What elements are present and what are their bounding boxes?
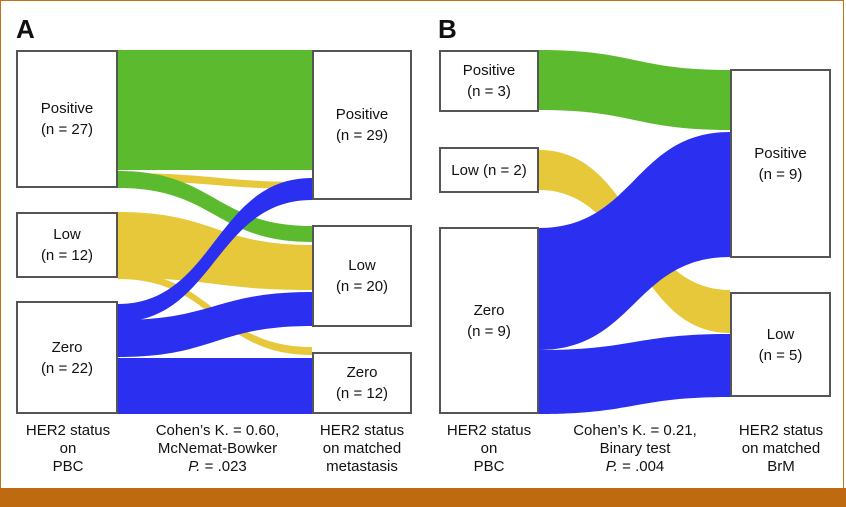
flow-positive-to-positive <box>118 50 312 170</box>
flow-positive-to-low <box>118 171 312 242</box>
node-count: (n = 12) <box>40 247 94 264</box>
panel-a-caption-left: HER2 status on PBC <box>12 422 124 476</box>
panel-b-source-zero: Zero (n = 9) <box>439 227 539 414</box>
flow-zero-to-positive <box>539 132 730 350</box>
panel-a-target-positive: Positive (n = 29) <box>312 50 412 200</box>
caption-line: metastasis <box>326 458 398 475</box>
panel-b-target-positive: Positive (n = 9) <box>730 69 831 258</box>
panel-a-source-positive: Positive (n = 27) <box>16 50 118 188</box>
panel-a-target-low: Low (n = 20) <box>312 225 412 327</box>
node-label: Positive <box>40 100 94 117</box>
caption-line: McNemat-Bowker <box>157 440 278 457</box>
panel-a-source-low: Low (n = 12) <box>16 212 118 278</box>
node-label: Positive <box>462 62 516 79</box>
caption-line: Cohen’s K. = 0.60, <box>155 422 280 439</box>
panel-a-caption-right: HER2 status on matched metastasis <box>300 422 424 476</box>
node-count: (n = 20) <box>335 278 389 295</box>
node-label: Low <box>766 325 795 343</box>
p-label: P. <box>188 458 201 475</box>
p-value-number: = .004 <box>617 458 665 475</box>
panel-a-flows <box>118 50 312 414</box>
flow-positive-to-positive <box>539 50 730 130</box>
flow-zero-to-low <box>118 292 312 357</box>
panel-b-caption-stats: Cohen’s K. = 0.21, Binary test P. = .004 <box>550 422 720 476</box>
panel-a-letter: A <box>16 14 35 44</box>
node-label: Positive <box>754 144 807 162</box>
node-label: Low <box>53 226 81 243</box>
caption-line: BrM <box>767 458 795 475</box>
panel-b-caption-left: HER2 status on PBC <box>434 422 544 476</box>
panel-b-source-low: Low (n = 2) <box>439 147 539 193</box>
flow-zero-to-zero <box>118 358 312 414</box>
caption-line: HER2 status <box>25 422 111 439</box>
caption-line: on matched <box>322 440 402 457</box>
caption-line: on <box>480 440 498 457</box>
node-label: Positive <box>335 106 389 123</box>
node-count: (n = 5) <box>758 346 803 364</box>
panel-a-target-zero: Zero (n = 12) <box>312 352 412 414</box>
node-label: Zero <box>346 364 378 381</box>
bottom-bar <box>0 488 846 507</box>
node-count: (n = 3) <box>467 83 511 100</box>
node-label: Low (n = 2) <box>451 161 527 179</box>
panel-b-source-positive: Positive (n = 3) <box>439 50 539 112</box>
panel-b-caption-right: HER2 status on matched BrM <box>722 422 840 476</box>
node-label: Zero <box>473 301 505 319</box>
node-count: (n = 12) <box>335 385 389 402</box>
p-label: P. <box>605 458 618 475</box>
flow-zero-to-low <box>539 334 730 414</box>
caption-line: PBC <box>473 458 505 475</box>
node-label: Zero <box>51 338 83 356</box>
caption-line: HER2 status <box>738 422 824 439</box>
node-count: (n = 27) <box>40 121 94 138</box>
panel-a-caption-stats: Cohen’s K. = 0.60, McNemat-Bowker P. = .… <box>130 422 305 476</box>
node-count: (n = 9) <box>758 165 803 183</box>
figure-frame <box>0 0 844 488</box>
caption-line: on matched <box>741 440 821 457</box>
p-value: P. = .004 <box>550 458 720 476</box>
panel-b-flows <box>539 50 730 414</box>
panel-a-source-zero: Zero (n = 22) <box>16 301 118 414</box>
panel-b-target-low: Low (n = 5) <box>730 292 831 397</box>
node-count: (n = 29) <box>335 127 389 144</box>
sankey-flows <box>118 50 730 414</box>
flow-zero-to-positive <box>118 178 312 322</box>
caption-line: HER2 status <box>446 422 532 439</box>
p-value: P. = .023 <box>130 458 305 476</box>
caption-line: Binary test <box>599 440 671 457</box>
node-label: Low <box>348 257 376 274</box>
caption-line: Cohen’s K. = 0.21, <box>573 422 697 439</box>
caption-line: PBC <box>52 458 84 475</box>
caption-line: on <box>59 440 77 457</box>
p-value-number: = .023 <box>200 458 247 475</box>
panel-b-letter: B <box>438 14 457 44</box>
caption-line: HER2 status <box>319 422 405 439</box>
node-count: (n = 22) <box>40 359 94 377</box>
node-count: (n = 9) <box>467 322 511 340</box>
